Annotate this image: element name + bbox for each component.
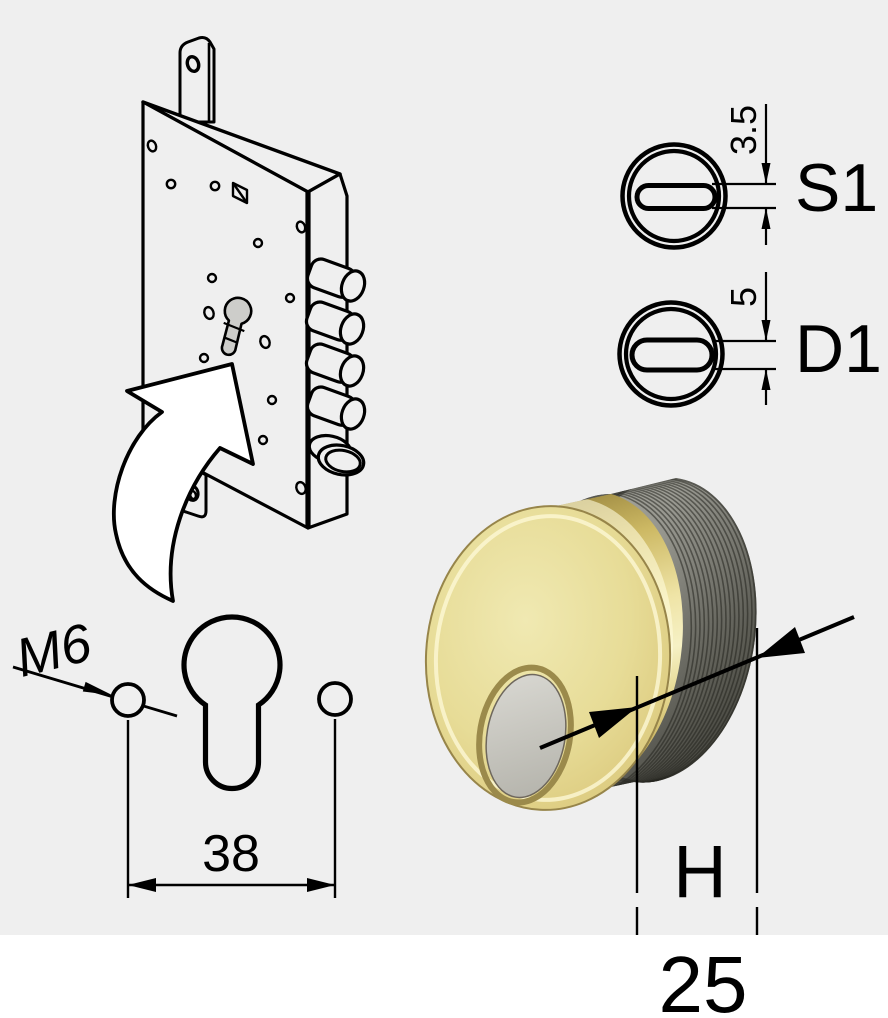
cylinder-render: H 25 [424, 478, 855, 1018]
deadbolt-4-icon [305, 385, 367, 431]
case-holes [146, 139, 307, 496]
swing-arrow-icon [111, 362, 255, 603]
latch-bolt-icon [307, 433, 366, 477]
dim-5-text: 5 [723, 287, 764, 307]
euro-profile-view: M6 38 [10, 612, 353, 898]
dim-arrow-left [589, 707, 637, 738]
keyway-opening [485, 673, 567, 799]
m6-leader-arrow [82, 681, 112, 695]
dim-38-text: 38 [202, 825, 260, 883]
dim-h-lines [539, 615, 855, 935]
cam-inner-circle [623, 306, 719, 402]
dim-38-lines [126, 719, 337, 898]
footer-strip [0, 935, 888, 1018]
tab-hole [185, 54, 201, 74]
dim-25-text: 25 [659, 940, 748, 1018]
dim-arrow-left [128, 878, 156, 892]
lock-case-drawing [111, 36, 367, 603]
deadbolt-1-icon [305, 257, 367, 303]
dim-3-5-text: 3.5 [723, 105, 764, 155]
screw-hole-right [317, 681, 353, 717]
cam-inner-circle [626, 148, 722, 244]
cam-view-s1: 3.5 S1 [620, 104, 878, 250]
deadbolt-2-icon [304, 300, 366, 346]
dim-arrow-right [757, 627, 805, 658]
dim-arrow-down [761, 163, 771, 184]
brass-face-rim [433, 514, 663, 802]
keyway-recess-ring [476, 664, 574, 806]
deadbolt-3-icon [304, 342, 366, 388]
dim-arrow-up [761, 208, 771, 229]
mounting-tab-top-icon [178, 36, 216, 124]
dim-arrow-right [307, 878, 335, 892]
label-d1: D1 [795, 311, 882, 387]
keyhole-cutout-icon [220, 296, 253, 357]
cam-slot [634, 183, 718, 211]
euro-profile-keyhole-icon [181, 614, 283, 792]
dim-arrow-down [761, 320, 771, 341]
label-s1: S1 [795, 150, 878, 226]
cam-view-d1: 5 D1 [617, 272, 882, 408]
square-marking-icon [231, 181, 249, 205]
screw-hole-left [110, 682, 146, 718]
dim-h-text: H [673, 830, 726, 913]
dim-arrow-up [761, 369, 771, 390]
cam-slot [629, 337, 715, 373]
